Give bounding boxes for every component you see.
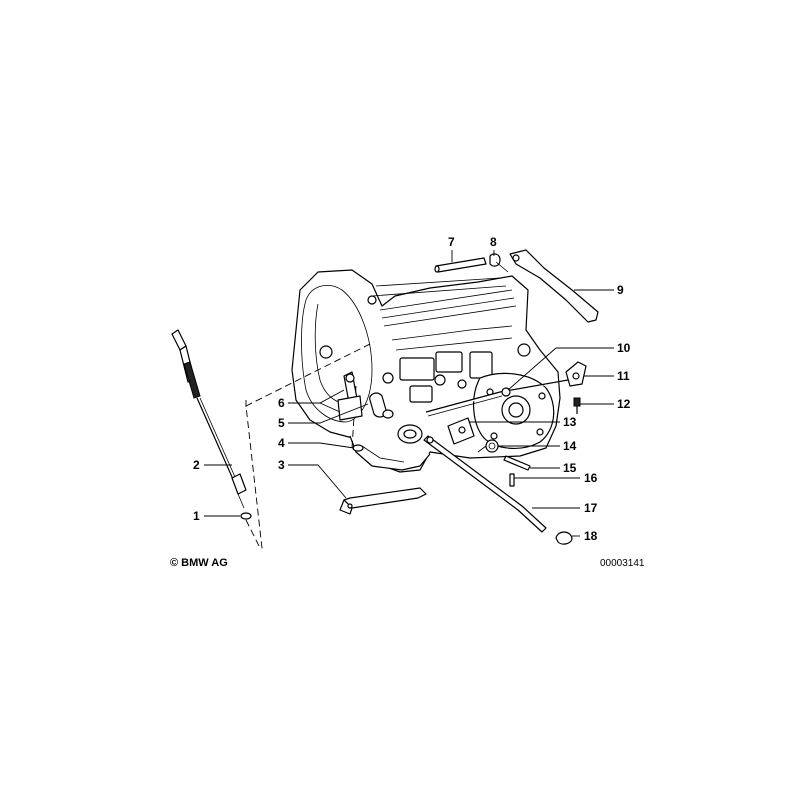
callout-14: 14 xyxy=(563,439,577,453)
callout-18: 18 xyxy=(584,529,598,543)
callout-2: 2 xyxy=(193,458,200,472)
bushing-part xyxy=(369,392,394,419)
spring-clip-part xyxy=(489,253,509,273)
callout-11: 11 xyxy=(617,369,630,383)
callout-12: 12 xyxy=(617,397,631,411)
callout-15: 15 xyxy=(563,461,577,475)
pin-15-part xyxy=(503,455,531,471)
callout-16: 16 xyxy=(584,471,598,485)
leader-lines xyxy=(204,250,614,537)
callout-7: 7 xyxy=(448,235,455,249)
lever-13-part xyxy=(447,417,475,445)
callout-13: 13 xyxy=(563,415,577,429)
callout-4: 4 xyxy=(278,436,285,450)
callout-3: 3 xyxy=(278,458,285,472)
callout-10: 10 xyxy=(617,341,631,355)
callout-17: 17 xyxy=(584,501,598,515)
transmission-housing xyxy=(291,269,561,473)
bracket-part xyxy=(339,487,427,515)
document-number: 00003141 xyxy=(600,558,645,569)
copyright-label: © BMW AG xyxy=(170,557,228,569)
callout-8: 8 xyxy=(490,235,497,249)
selector-lever-part xyxy=(337,371,363,421)
holder-part xyxy=(565,361,587,387)
bolt-part xyxy=(352,444,364,452)
selector-cable-part xyxy=(171,329,247,509)
washer-clip-part xyxy=(240,512,252,520)
screw-part xyxy=(573,397,581,414)
pin-16-part xyxy=(509,473,515,487)
clip-part xyxy=(555,531,573,545)
callout-1: 1 xyxy=(193,509,200,523)
lever-arm-part xyxy=(509,249,599,323)
callout-labels: 1 2 3 4 5 6 7 8 9 10 11 12 13 14 15 16 1… xyxy=(193,235,631,543)
assembly-dash-lines xyxy=(245,341,375,549)
callout-6: 6 xyxy=(278,396,285,410)
callout-9: 9 xyxy=(617,283,624,297)
pin-7-part xyxy=(434,257,487,273)
callout-5: 5 xyxy=(278,416,285,430)
rod-part xyxy=(423,435,547,533)
